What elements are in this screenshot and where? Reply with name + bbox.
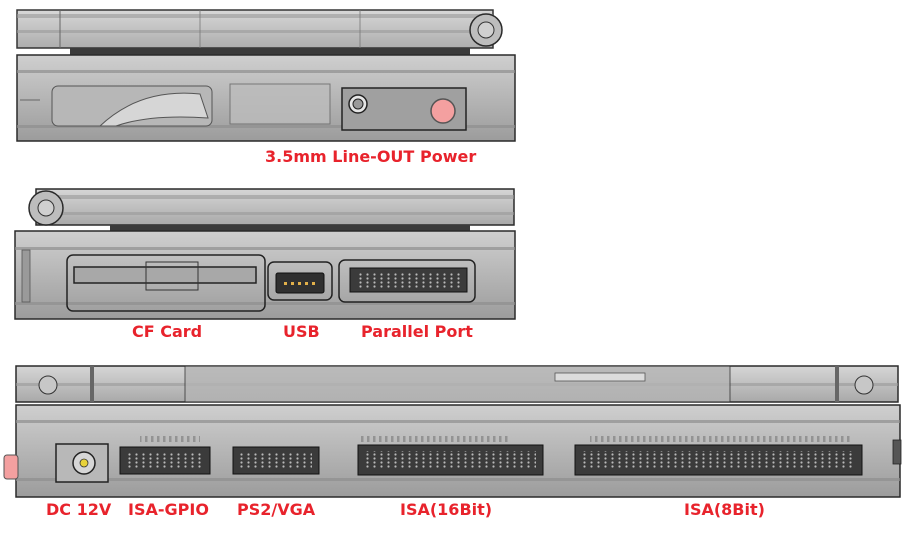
label-parallel-port: Parallel Port xyxy=(361,322,473,341)
usb-region xyxy=(267,261,333,301)
power-button xyxy=(430,98,456,124)
bottom-view xyxy=(3,365,902,498)
label-usb: USB xyxy=(283,322,320,341)
middle-lid xyxy=(35,188,515,226)
cf-card-slot xyxy=(73,266,257,284)
label-line-out: 3.5mm Line-OUT xyxy=(265,147,415,166)
label-cf-card: CF Card xyxy=(132,322,203,341)
label-isa-8bit: ISA(8Bit) xyxy=(684,500,765,519)
parallel-port-region xyxy=(338,259,476,303)
middle-view xyxy=(14,188,516,320)
label-isa-16bit: ISA(16Bit) xyxy=(400,500,493,519)
top-view xyxy=(16,9,516,142)
side-button xyxy=(3,454,19,480)
label-isa-gpio: ISA-GPIO xyxy=(128,500,209,519)
label-dc-12v: DC 12V xyxy=(46,500,112,519)
label-ps2-vga: PS2/VGA xyxy=(237,500,316,519)
label-power: Power xyxy=(420,147,477,166)
cf-card-region xyxy=(66,254,266,312)
dc-jack xyxy=(55,443,109,483)
